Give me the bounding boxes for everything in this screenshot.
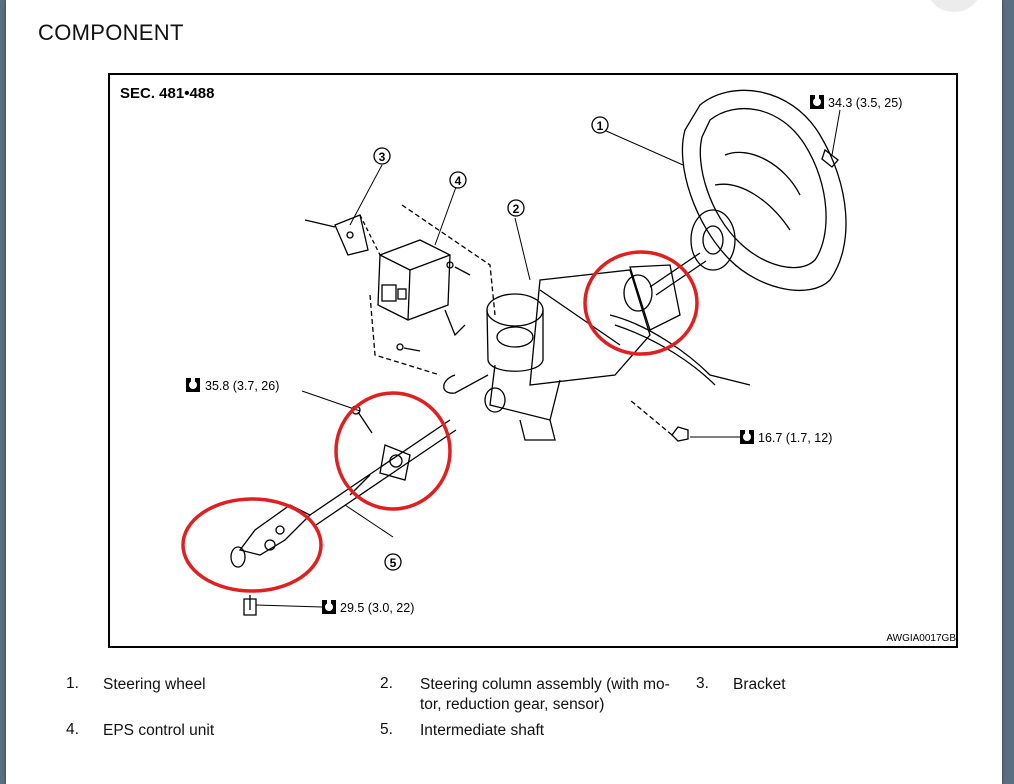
torque-wrench-icon — [810, 95, 824, 109]
torque-label-2: 35.8 (3.7, 26) — [205, 379, 279, 393]
steering-wheel-drawing — [681, 89, 847, 292]
callout-5: 5 — [384, 553, 402, 571]
highlight-circles — [181, 250, 699, 593]
diagram-svg: 1 2 3 4 5 — [181, 89, 902, 616]
highlight-circle-lower — [181, 497, 323, 593]
section-label: SEC. 481•488 — [120, 85, 215, 102]
corner-badge — [928, 0, 980, 12]
torque-label-4: 29.5 (3.0, 22) — [340, 601, 414, 615]
svg-text:2: 2 — [513, 202, 520, 216]
bracket-drawing — [304, 214, 381, 256]
highlight-circle-middle — [334, 391, 452, 511]
intermediate-shaft-drawing — [230, 419, 457, 568]
upper-shaft-drawing — [623, 252, 707, 331]
torque-wrench-icon — [322, 600, 336, 614]
svg-text:1: 1 — [597, 119, 604, 133]
torque-labels: 34.3 (3.5, 25) 35.8 (3.7, 26) 16.7 (1.7,… — [186, 95, 902, 615]
callout-3: 3 — [373, 147, 391, 165]
callouts: 1 2 3 4 5 — [373, 116, 609, 571]
torque-label-3: 16.7 (1.7, 12) — [758, 431, 832, 445]
figure-code: AWGIA0017GB — [886, 633, 956, 644]
fasteners-drawing — [243, 148, 839, 616]
torque-wrench-icon — [740, 430, 754, 444]
page-title: COMPONENT — [38, 20, 184, 45]
component-diagram: SEC. 481•488 AWGIA0017GB — [108, 73, 958, 648]
torque-label-1: 34.3 (3.5, 25) — [828, 96, 902, 110]
torque-wrench-icon — [186, 378, 200, 392]
callout-1: 1 — [591, 116, 609, 134]
callout-2: 2 — [507, 199, 525, 217]
highlight-circle-upper — [583, 250, 699, 356]
leader-lines — [255, 109, 841, 608]
document-page: COMPONENT SEC. 481•488 AWGIA0017GB — [6, 0, 1002, 784]
callout-4: 4 — [449, 171, 467, 189]
svg-text:4: 4 — [455, 174, 462, 188]
column-assembly-drawing — [443, 269, 751, 441]
svg-text:5: 5 — [390, 556, 397, 570]
eps-unit-drawing — [369, 204, 496, 376]
svg-text:3: 3 — [379, 150, 386, 164]
